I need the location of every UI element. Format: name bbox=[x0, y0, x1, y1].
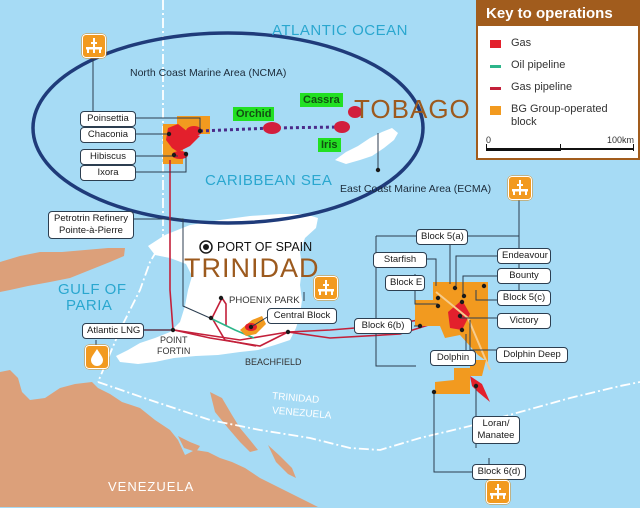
legend-panel: Key to operations Gas Oil pipeline Gas p… bbox=[476, 0, 640, 160]
field-iris: Iris bbox=[318, 138, 341, 152]
scale-tick-left bbox=[486, 144, 487, 151]
scale-tick-mid bbox=[560, 144, 561, 151]
ncma-label: North Coast Marine Area (NCMA) bbox=[130, 67, 287, 79]
rig-icon-block-6d bbox=[486, 480, 510, 504]
legend-item-gas: Gas bbox=[490, 37, 531, 49]
gas-pipeline-swatch-icon bbox=[490, 87, 501, 90]
label-block-6b: Block 6(b) bbox=[354, 318, 412, 334]
legend-label-oil-pipeline: Oil pipeline bbox=[511, 59, 566, 71]
tobago-label: TOBAGO bbox=[354, 94, 471, 124]
scale-tick-right bbox=[633, 144, 634, 151]
port-of-spain-label: PORT OF SPAIN bbox=[217, 240, 313, 254]
scale-bar-white bbox=[560, 148, 634, 150]
rig-icon-ecma bbox=[508, 176, 532, 200]
scale-end: 100km bbox=[606, 135, 634, 145]
label-dolphin-deep: Dolphin Deep bbox=[496, 347, 568, 363]
label-poinsettia: Poinsettia bbox=[80, 111, 136, 127]
label-block-6d: Block 6(d) bbox=[472, 464, 526, 480]
legend-title: Key to operations bbox=[478, 2, 638, 26]
label-ixora: Ixora bbox=[80, 165, 136, 181]
phoenix-park-label: PHOENIX PARK bbox=[229, 295, 300, 306]
beachfield-label: BEACHFIELD bbox=[245, 357, 302, 367]
label-petrotrin: Petrotrin Refinery Pointe-à-Pierre bbox=[48, 211, 134, 239]
legend-item-oil-pipeline: Oil pipeline bbox=[490, 59, 565, 71]
scale-bar: 0 100km bbox=[486, 135, 634, 153]
label-victory: Victory bbox=[497, 313, 551, 329]
oil-pipeline-swatch-icon bbox=[490, 65, 501, 68]
point-fortin-label-2: FORTIN bbox=[157, 346, 191, 356]
gas-swatch-icon bbox=[490, 40, 501, 48]
bg-block-swatch-icon bbox=[490, 106, 501, 115]
legend-label-gas-pipeline: Gas pipeline bbox=[511, 81, 573, 93]
rig-icon-ncma bbox=[82, 34, 106, 58]
petrotrin-line-2: Pointe-à-Pierre bbox=[59, 225, 123, 236]
legend-label-bg-block: BG Group-operated block bbox=[511, 103, 608, 128]
legend-label-gas: Gas bbox=[511, 37, 532, 49]
caribbean-sea-label: CARIBBEAN SEA bbox=[205, 172, 333, 189]
label-endeavour: Endeavour bbox=[497, 248, 551, 264]
atlantic-ocean-label: ATLANTIC OCEAN bbox=[272, 22, 408, 39]
petrotrin-line-1: Petrotrin Refinery bbox=[54, 213, 128, 224]
label-bounty: Bounty bbox=[497, 268, 551, 284]
label-hibiscus: Hibiscus bbox=[80, 149, 136, 165]
label-starfish: Starfish bbox=[373, 252, 427, 268]
label-block-5c: Block 5(c) bbox=[497, 290, 551, 306]
label-atlantic-lng: Atlantic LNG bbox=[82, 323, 144, 339]
label-block-e: Block E bbox=[385, 275, 425, 291]
trinidad-label: TRINIDAD bbox=[184, 253, 320, 283]
legend-item-bg-block: BG Group-operated block bbox=[490, 103, 620, 129]
gulf-of-paria-label-2: PARIA bbox=[66, 297, 113, 314]
lng-drop-icon bbox=[85, 345, 109, 369]
label-block-5a: Block 5(a) bbox=[416, 229, 468, 245]
legend-item-gas-pipeline: Gas pipeline bbox=[490, 81, 572, 93]
loran-line-1: Loran/ bbox=[482, 418, 510, 429]
loran-line-2: Manatee bbox=[477, 430, 515, 441]
label-dolphin: Dolphin bbox=[430, 350, 476, 366]
label-chaconia: Chaconia bbox=[80, 127, 136, 143]
field-cassra: Cassra bbox=[300, 93, 343, 107]
point-fortin-label-1: POINT bbox=[160, 335, 188, 345]
label-central-block: Central Block bbox=[267, 308, 337, 324]
rig-icon-central bbox=[314, 276, 338, 300]
scale-start: 0 bbox=[486, 135, 492, 145]
field-orchid: Orchid bbox=[233, 107, 275, 121]
label-loran-manatee: Loran/ Manatee bbox=[472, 416, 520, 444]
scale-bar-black bbox=[486, 148, 560, 151]
gulf-of-paria-label-1: GULF OF bbox=[58, 281, 127, 298]
venezuela-label: VENEZUELA bbox=[108, 479, 195, 494]
ecma-label: East Coast Marine Area (ECMA) bbox=[340, 183, 492, 195]
